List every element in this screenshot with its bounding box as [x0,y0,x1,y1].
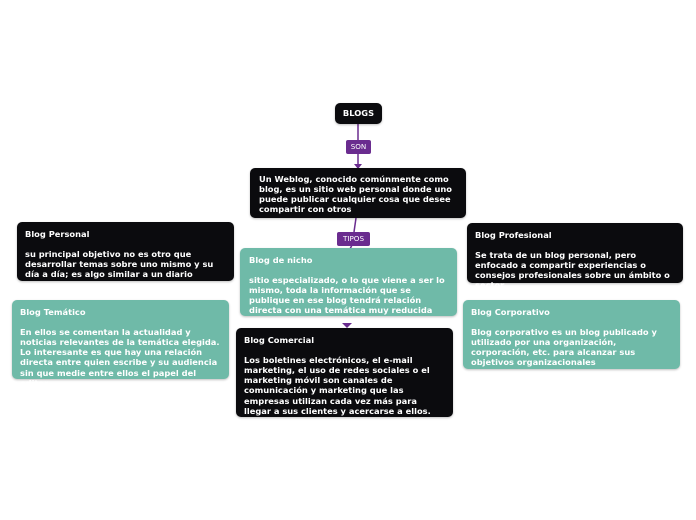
node-blog-tematico[interactable]: Blog Temático En ellos se comentan la ac… [12,300,229,388]
arrowhead-comercial [342,323,352,328]
node-title-tematico: Blog Temático [20,307,86,317]
definition-text: Un Weblog, conocido comúnmente como blog… [259,174,452,215]
arrowhead-definition [354,164,362,169]
node-text-comercial: Los boletines electrónicos, el e-mail ma… [244,355,431,416]
node-title-nicho: Blog de nicho [249,255,313,265]
connector-label-tipos: TIPOS [337,232,370,246]
root-node-blogs[interactable]: BLOGS [335,103,382,124]
node-title-profesional: Blog Profesional [475,230,552,240]
node-text-personal: su principal objetivo no es otro que des… [25,249,214,280]
line-definition-to-tipos [353,217,357,233]
node-text-corporativo: Blog corporativo es un blog publicado y … [471,327,657,368]
root-node-label: BLOGS [342,108,375,118]
node-blog-corporativo[interactable]: Blog Corporativo Blog corporativo es un … [463,300,680,369]
node-text-tematico: En ellos se comentan la actualidad y not… [20,327,220,388]
node-text-nicho: sitio especializado, o lo que viene a se… [249,275,445,316]
node-blog-profesional[interactable]: Blog Profesional Se trata de un blog per… [467,223,683,290]
connector-label-son: SON [346,140,371,154]
node-title-comercial: Blog Comercial [244,335,315,345]
node-text-profesional: Se trata de un blog personal, pero enfoc… [475,250,670,291]
node-blog-comercial[interactable]: Blog Comercial Los boletines electrónico… [236,328,453,417]
node-title-corporativo: Blog Corporativo [471,307,550,317]
node-title-personal: Blog Personal [25,229,90,239]
node-blog-personal[interactable]: Blog Personal su principal objetivo no e… [17,222,234,281]
node-blog-de-nicho[interactable]: Blog de nicho sitio especializado, o lo … [240,248,457,316]
definition-node[interactable]: Un Weblog, conocido comúnmente como blog… [250,168,466,218]
